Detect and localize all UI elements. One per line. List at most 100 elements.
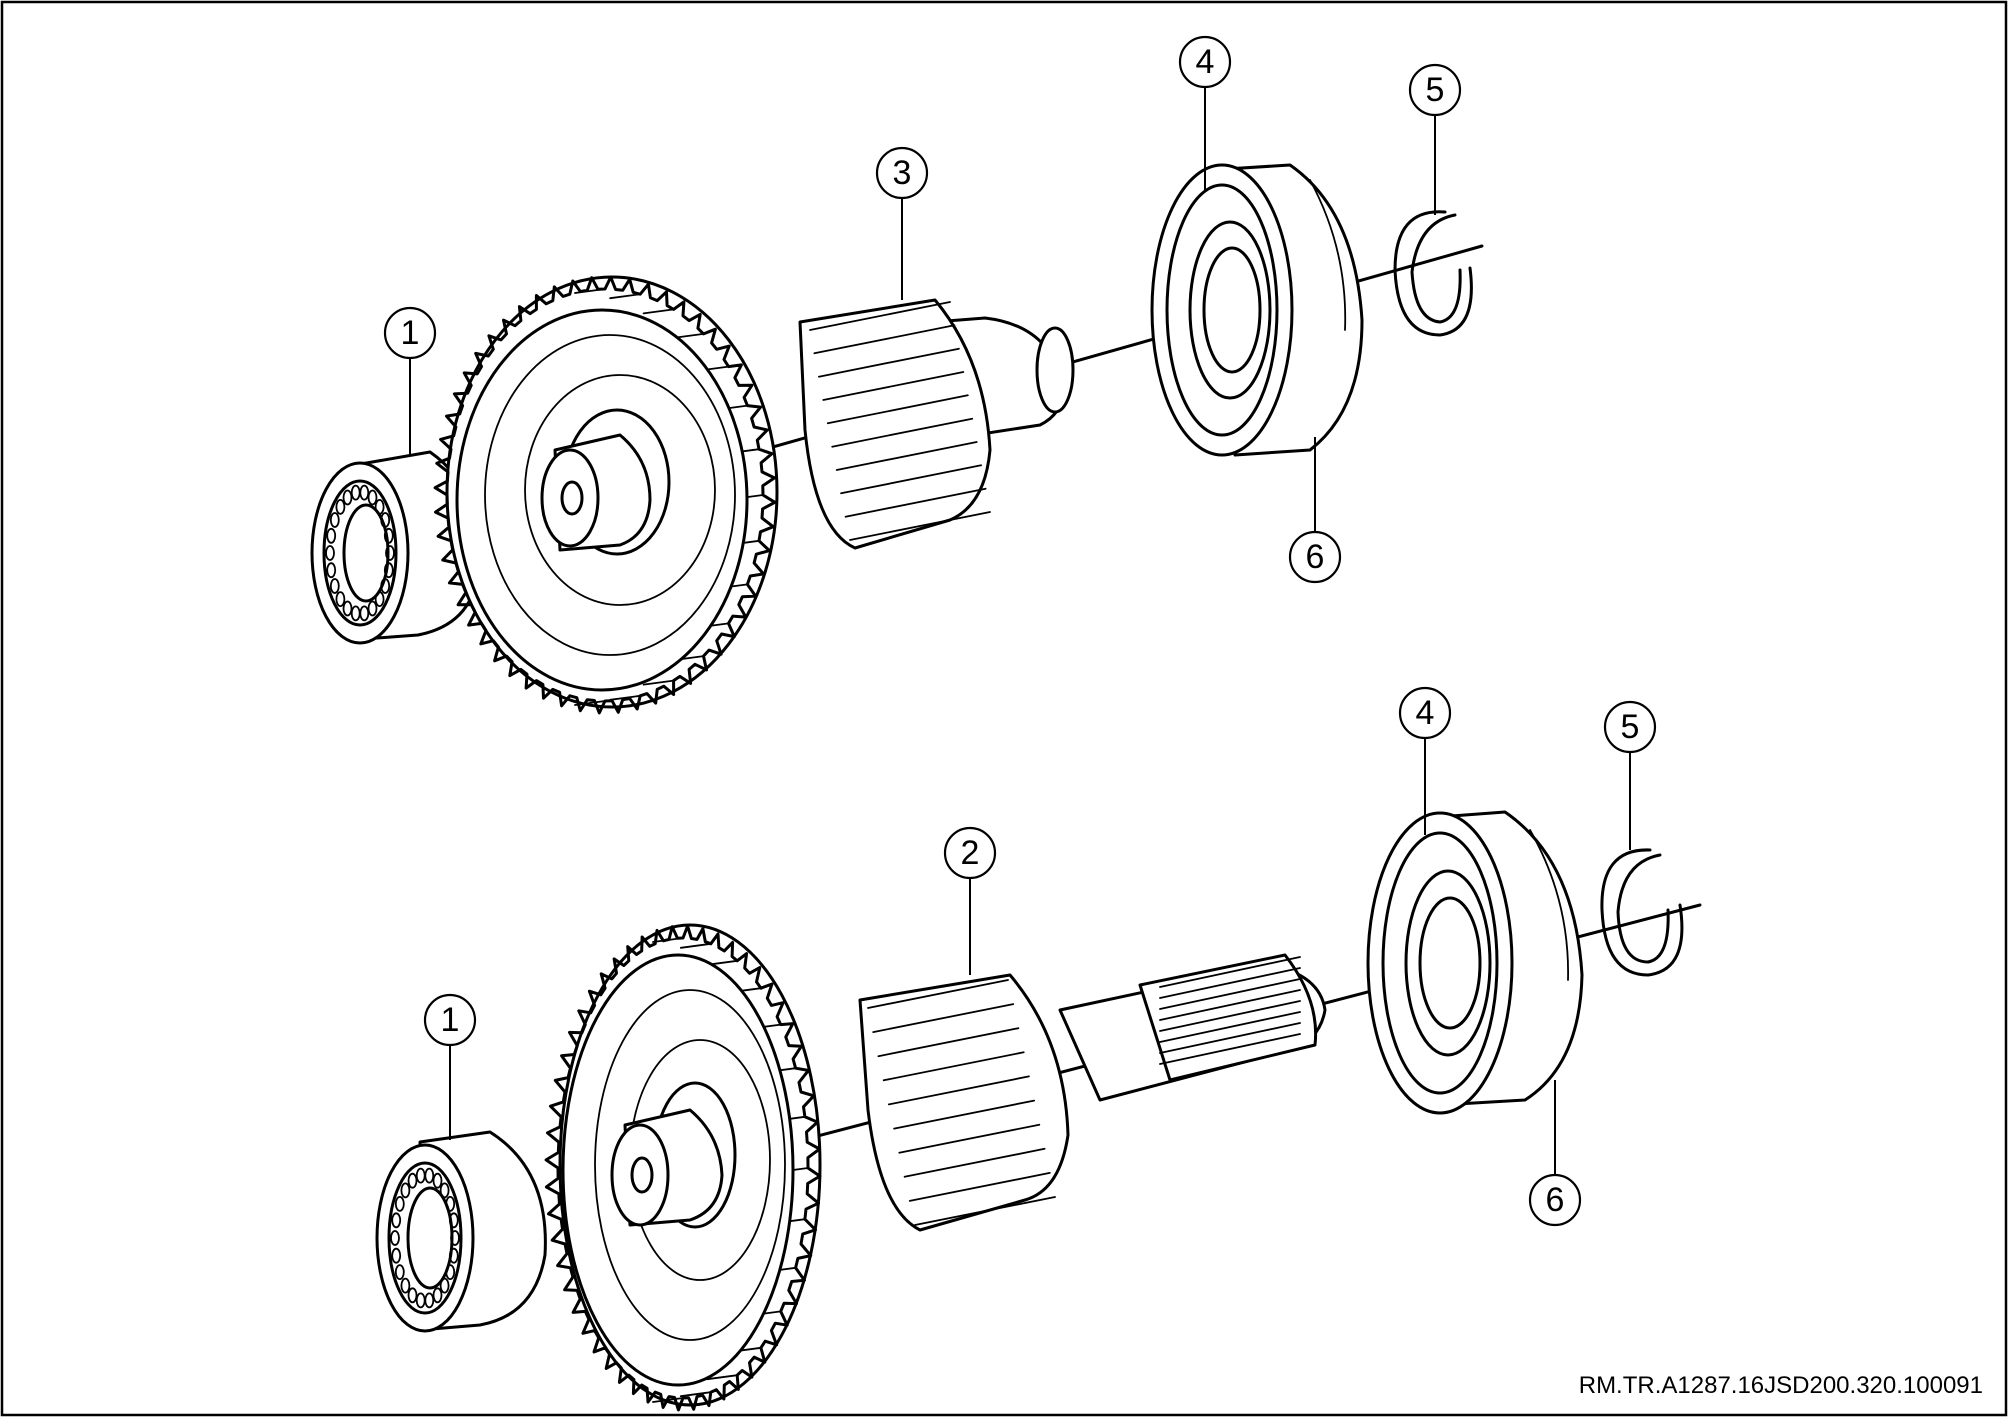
spline-line [1159, 989, 1301, 1021]
upper-large-gear [433, 275, 779, 715]
lower-pinion-shaft [858, 953, 1327, 1232]
bearing-roller [342, 600, 353, 617]
gear-tooth-ring [544, 924, 822, 1412]
bearing-roller [391, 1247, 402, 1264]
callout-6-lower [1528, 1173, 1582, 1227]
upper-pinion-shaft [798, 298, 1075, 550]
lower-bearing-rollers [390, 1167, 460, 1309]
pinion-tooth-line [809, 301, 951, 331]
bearing-roller [445, 1196, 456, 1212]
spline-line [1159, 1000, 1301, 1032]
upper-pinion-teeth [809, 301, 991, 541]
bearing-roller [374, 591, 385, 607]
pinion-tooth-line [872, 1003, 1015, 1033]
bearing-roller [367, 600, 378, 617]
pinion-tooth-line [867, 979, 1009, 1009]
pinion-tooth-line [813, 324, 956, 355]
pinion-tooth-line [888, 1075, 1030, 1106]
bearing-roller [394, 1196, 405, 1212]
gear-tooth-face [652, 937, 684, 943]
bearing-roller [407, 1287, 418, 1304]
bearing-roller [390, 1230, 400, 1246]
upper-bearing-rollers [325, 484, 395, 622]
bearing-roller [407, 1172, 418, 1189]
bearing-roller [400, 1277, 411, 1294]
callout-1-lower-label: 1 [441, 1001, 460, 1039]
pinion-tooth-line [914, 1196, 1056, 1226]
reference-code: RM.TR.A1287.16JSD200.320.100091 [1578, 1372, 1983, 1399]
pinion-tooth-line [822, 371, 965, 401]
spline-line [1159, 1022, 1301, 1054]
upper-ball-bearing [1150, 163, 1364, 457]
bearing-roller [374, 498, 385, 515]
pinion-tooth-line [831, 417, 974, 448]
bearing-roller [439, 1182, 450, 1199]
spline-line [1159, 967, 1301, 999]
bearing-roller [415, 1292, 426, 1309]
gear-tooth-face [679, 942, 712, 949]
callout-2 [943, 826, 997, 880]
gear-tooth-face [679, 1391, 712, 1398]
bearing-roller [380, 512, 391, 528]
bearing-roller [335, 498, 346, 515]
callout-5-upper-label: 5 [1426, 71, 1445, 109]
pinion-tooth-line [898, 1123, 1041, 1154]
callout-4-upper-label: 4 [1196, 43, 1215, 81]
bearing-roller [359, 484, 370, 501]
pinion-tooth-line [893, 1099, 1035, 1130]
callout-2-label: 2 [961, 834, 980, 872]
gear-tooth-face [652, 1397, 684, 1403]
pinion-tooth-line [844, 487, 987, 518]
callouts: 1 3 4 5 6 1 2 4 5 6 [383, 35, 1657, 1227]
pinion-tooth-line [908, 1172, 1051, 1202]
pinion-tooth-line [818, 347, 960, 378]
bearing-roller [385, 545, 395, 561]
bearing-roller [394, 1264, 405, 1280]
upper-assembly [310, 163, 1484, 715]
callout-5-lower [1603, 700, 1657, 754]
bearing-roller [439, 1277, 450, 1294]
bearing-roller [383, 527, 394, 544]
pinion-tooth-line [877, 1027, 1020, 1058]
callout-1-upper-label: 1 [401, 314, 420, 352]
bearing-roller [424, 1167, 435, 1184]
callout-1-lower [423, 993, 477, 1047]
lower-pinion-teeth [867, 979, 1056, 1226]
spline-line [1159, 956, 1301, 988]
bearing-roller [342, 489, 353, 506]
bearing-roller [329, 512, 340, 528]
bearing-roller [326, 527, 337, 544]
callout-6-upper [1288, 530, 1342, 584]
gear-tooth-face [706, 1374, 739, 1381]
bearing-roller [450, 1230, 460, 1246]
pinion-tooth-line [835, 441, 978, 471]
callout-4-upper [1178, 35, 1232, 89]
bearing-roller [335, 591, 346, 607]
callout-5-upper [1408, 63, 1462, 117]
bearing-roller [445, 1264, 456, 1280]
lower-assembly [375, 810, 1702, 1412]
upper-snap-ring [1393, 210, 1473, 337]
bearing-roller [448, 1247, 459, 1264]
gear-tooth-face [609, 694, 642, 701]
lower-snap-ring [1600, 848, 1684, 977]
callout-6-upper-label: 6 [1306, 538, 1325, 576]
callout-6-lower-label: 6 [1546, 1181, 1565, 1219]
callout-3 [875, 146, 929, 200]
bearing-roller [329, 578, 340, 594]
callout-4-lower-label: 4 [1416, 694, 1435, 732]
bearing-roller [448, 1212, 459, 1229]
callout-1-upper [383, 306, 437, 360]
bearing-roller [432, 1172, 443, 1189]
bearing-roller [432, 1287, 443, 1304]
lower-roller-bearing [375, 1130, 547, 1333]
pinion-tooth-line [849, 511, 991, 541]
lower-large-gear [544, 923, 822, 1412]
pinion-tooth-line [826, 394, 969, 425]
bearing-roller [367, 489, 378, 506]
lower-ball-bearing [1366, 810, 1584, 1115]
gear-tooth-face [609, 293, 642, 300]
spline-line [1159, 1011, 1301, 1043]
